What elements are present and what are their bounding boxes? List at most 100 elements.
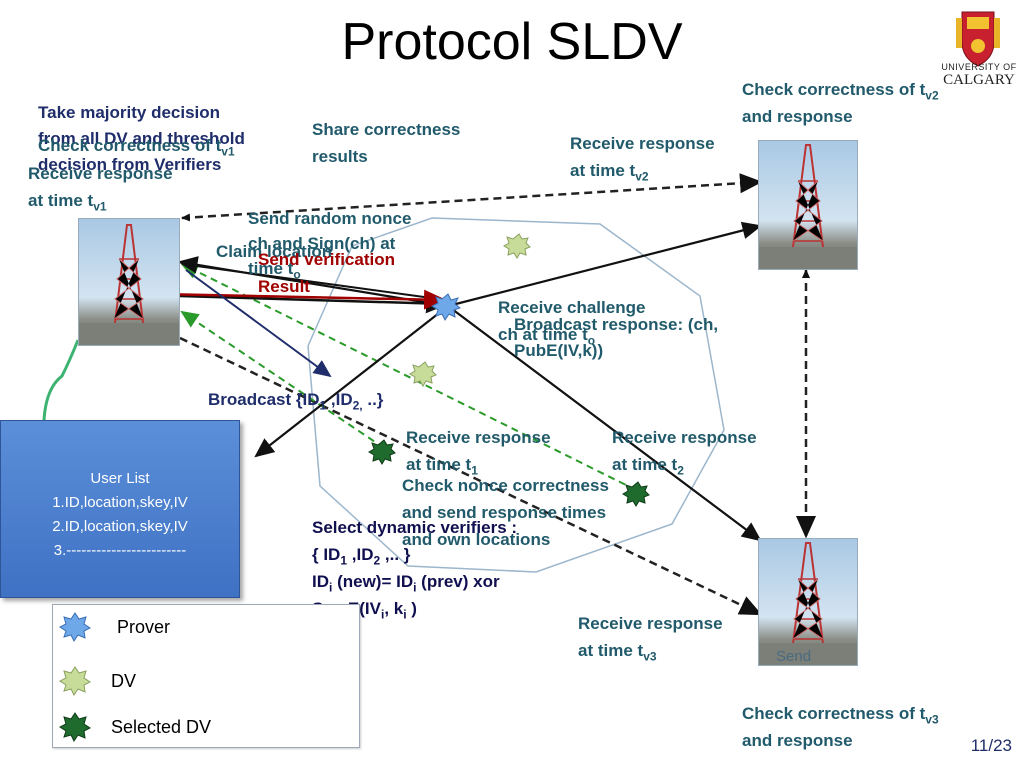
tower-icon [79,224,179,345]
tower-icon [759,144,857,269]
v3-line-2: at time t [578,641,644,660]
send-verification-label: Send verification Result [258,246,395,300]
user-list-item-2: 2.ID,location,skey,IV [52,518,188,535]
dv2-response [180,263,637,491]
check-v2-sub: v2 [925,88,939,103]
legend-prover-icon [59,612,91,642]
majority-line-1: Take majority decision [38,103,221,122]
prover-to-v3 [447,305,762,542]
challenge-line-1: Receive challenge [498,298,646,317]
majority-line-3: decision from Verifiers [38,155,222,174]
bcast-line-2: PubE(IV,k)) [514,341,604,360]
nonce-line-2: ch and Sign(ch) at [248,234,396,253]
legend-dv-icon [59,666,91,696]
select-d-sub2: i [403,607,407,622]
share-line-2: results [312,147,368,166]
majority-decision-label: Take majority decision from all DV and t… [38,100,245,178]
legend: Prover DV Selected DV [52,604,360,748]
verif-line-2: Result [258,277,310,296]
verifier-tower-v1 [78,218,180,346]
t1-line-2: at time t [406,455,472,474]
prover-to-v2 [447,221,763,308]
nonce-check-line-2: and send response times [402,503,607,522]
legend-prover-label: Prover [117,617,171,637]
verifier-tower-v3 [758,538,858,666]
bids-sub1: 1 [319,398,327,413]
recv-t1-label: Receive response at time t1 [406,424,551,478]
select-line-1: Select dynamic verifiers : [312,518,518,537]
check-v1-label: Check correctness of tv1 [38,132,235,159]
recv-v3-label: Receive response at time tv3 [578,610,723,664]
nonce-line-1: Send random nonce [248,209,412,228]
t2-line-2: at time t [612,455,678,474]
recv-v1-label: Receive response at time tv1 [28,160,173,214]
dv1-response [180,310,385,449]
send-nonce-label: Send random nonce ch and Sign(ch) at tim… [248,206,411,281]
user-list-title: User List [90,470,150,487]
broadcast-region [307,217,725,573]
select-c-sub1: i [329,580,333,595]
userlist-connector [42,339,80,421]
bids-a: Broadcast {ID [208,390,320,409]
legend-selected-dv-icon [59,712,91,742]
majority-line-2: from all DV and threshold [38,129,245,148]
user-list-item-3: 3.------------------------ [53,542,187,559]
logo-line-1: UNIVERSITY OF [941,62,1017,72]
user-list-box: User List 1.ID,location,skey,IV 2.ID,loc… [0,420,240,598]
check-v3-sub: v3 [925,712,939,727]
select-b2: ,ID [347,545,374,564]
prover-marker [431,293,462,321]
recv-v1-sub: v1 [93,199,107,214]
recv-v2-line-2: at time t [570,161,636,180]
claim-line [181,263,447,301]
nonce-sub: o [293,267,301,282]
logo-line-2: CALGARY [943,72,1015,88]
check-v3-line-2: and response [742,731,853,750]
v1-v2-dashed [181,173,763,220]
legend-dv-label: DV [111,671,137,691]
crest-icon [956,11,1000,67]
recv-t2-label: Receive response at time t2 [612,424,757,478]
nonce-check-line-3: and own locations [402,530,551,549]
bids-b: ,ID [326,390,353,409]
selected-dv-marker [622,481,650,507]
t2-line-1: Receive response [612,428,757,447]
legend-selected-dv-label: Selected DV [111,717,212,737]
nonce-check-line-1: Check nonce correctness [402,476,609,495]
prover-to-left [254,305,449,458]
select-d-sub1: i [380,607,385,622]
select-b-sub1: 1 [340,553,348,568]
select-c-sub2: i [413,580,417,595]
broadcast-ids-label: Broadcast {ID1 ,ID2, ..} [208,386,383,413]
v3-line-1: Receive response [578,614,723,633]
send-small-label: Send [776,648,812,665]
check-v1-text: Check correctness of t [38,136,222,155]
recv-challenge-label: Receive challenge ch at time to [498,294,645,348]
check-v2-line-2: and response [742,107,853,126]
select-c3: (prev) xor [416,572,500,591]
recv-v1-line-1: Receive response [28,164,173,183]
t1-sub: 1 [471,463,478,478]
broadcast-response-label: Broadcast response: (ch, PubE(IV,k)) [514,312,718,364]
select-c2: (new)= ID [332,572,414,591]
university-logo: UNIVERSITY OF CALGARY [940,8,1016,88]
t2-sub: 2 [677,463,684,478]
broadcast-ids-arrow [185,269,332,378]
select-d3: ) [406,599,417,618]
verif-line-1: Send verification [258,250,395,269]
select-b1: { ID [312,545,341,564]
v3-sub: v3 [643,649,657,664]
user-list-item-1: 1.ID,location,skey,IV [52,494,188,511]
t1-line-1: Receive response [406,428,551,447]
bcast-line-1: Broadcast response: (ch, [514,315,719,334]
challenge-sub: o [587,333,596,348]
nonce-line-3: time t [248,259,294,278]
check-v3-label: Check correctness of tv3 and response [742,700,939,754]
select-b-sub2: 2 [373,553,381,568]
select-c1: ID [312,572,329,591]
legend-markers [59,612,91,742]
page-title: Protocol SLDV [341,13,683,71]
selected-dv-marker [368,439,396,465]
select-d2: , k [384,599,404,618]
